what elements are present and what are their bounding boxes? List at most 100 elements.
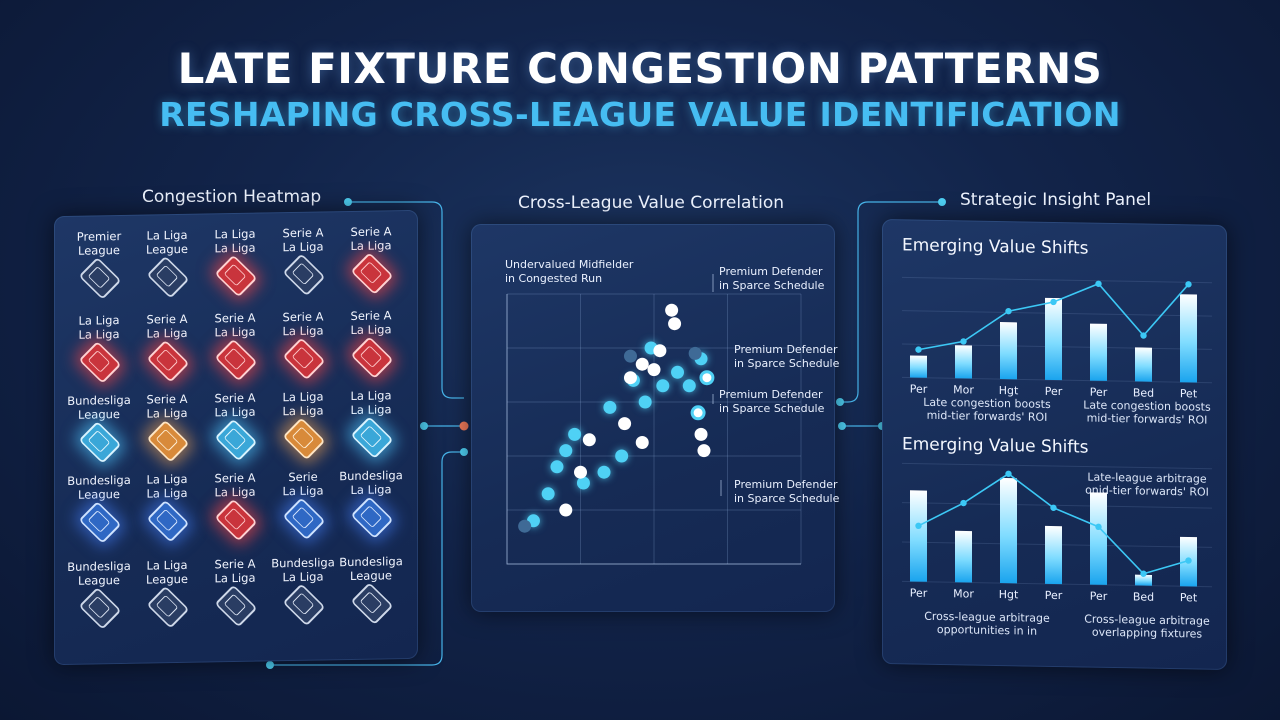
scatter-point[interactable] bbox=[688, 346, 702, 360]
bar[interactable] bbox=[910, 355, 927, 378]
heatmap-cell[interactable]: La Liga La Liga bbox=[64, 313, 134, 384]
scatter-point[interactable] bbox=[597, 465, 611, 479]
heatmap-cell[interactable]: Bundesliga League bbox=[336, 554, 406, 625]
scatter-point[interactable] bbox=[671, 365, 685, 379]
scatter-point[interactable] bbox=[653, 344, 667, 358]
scatter-point[interactable] bbox=[656, 379, 670, 393]
bar-category-label: Per bbox=[1090, 386, 1108, 399]
scatter-point[interactable] bbox=[550, 460, 564, 474]
heatmap-cell[interactable]: Serie La Liga bbox=[268, 469, 338, 541]
heatmap-cell[interactable]: Serie A La Liga bbox=[268, 309, 338, 381]
scatter-point[interactable] bbox=[582, 433, 596, 447]
scatter-point[interactable] bbox=[694, 427, 708, 441]
heatmap-cell[interactable]: Serie A La Liga bbox=[336, 224, 406, 295]
heatmap-cell[interactable]: La Liga La Liga bbox=[132, 472, 202, 543]
heatmap-cell[interactable]: Bundesliga League bbox=[64, 559, 134, 630]
scatter-point[interactable] bbox=[541, 487, 555, 501]
trend-point[interactable] bbox=[1185, 557, 1192, 564]
trend-point[interactable] bbox=[960, 499, 967, 507]
heatmap-cell[interactable]: Serie A La Liga bbox=[132, 312, 202, 383]
bar[interactable] bbox=[1045, 297, 1062, 381]
stadium-tile-icon bbox=[132, 499, 202, 543]
scatter-point[interactable] bbox=[635, 436, 649, 449]
bar[interactable] bbox=[1090, 492, 1107, 585]
heatmap-cell-label: Serie A La Liga bbox=[146, 391, 188, 421]
scatter-point[interactable] bbox=[518, 519, 532, 533]
scatter-point[interactable] bbox=[574, 465, 587, 479]
scatter-point[interactable] bbox=[576, 476, 590, 490]
bar[interactable] bbox=[1000, 477, 1017, 584]
scatter-point[interactable] bbox=[559, 503, 573, 517]
scatter-point[interactable] bbox=[559, 444, 573, 458]
connector-dot bbox=[420, 422, 428, 430]
trend-point[interactable] bbox=[960, 338, 967, 345]
heatmap-cell[interactable]: La Liga League bbox=[132, 228, 202, 299]
trend-point[interactable] bbox=[915, 346, 922, 353]
heatmap-cell[interactable]: La Liga La Liga bbox=[336, 388, 406, 459]
heatmap-cell[interactable]: Premier League bbox=[64, 229, 134, 300]
bar-category-label: Bed bbox=[1133, 386, 1154, 399]
bar[interactable] bbox=[1090, 323, 1107, 381]
heatmap-cell[interactable]: Bundesliga La Liga bbox=[336, 468, 406, 539]
heatmap-cell[interactable]: Serie A La Liga bbox=[132, 391, 202, 463]
bar[interactable] bbox=[1135, 347, 1152, 382]
scatter-point[interactable] bbox=[568, 427, 582, 441]
bar[interactable] bbox=[955, 530, 972, 583]
scatter-point[interactable] bbox=[618, 417, 632, 431]
trend-point[interactable] bbox=[1140, 332, 1147, 339]
scatter-point[interactable] bbox=[668, 317, 682, 331]
scatter-point[interactable] bbox=[603, 400, 617, 414]
page-subtitle: RESHAPING CROSS-LEAGUE VALUE IDENTIFICAT… bbox=[159, 95, 1121, 134]
heatmap-cell[interactable]: Bundesliga League bbox=[64, 393, 134, 464]
scatter-point[interactable] bbox=[623, 349, 637, 363]
scatter-point[interactable] bbox=[623, 371, 637, 385]
bar[interactable] bbox=[1180, 294, 1197, 383]
scatter-point[interactable] bbox=[615, 449, 629, 463]
trend-point[interactable] bbox=[1185, 281, 1192, 288]
trend-point[interactable] bbox=[1005, 307, 1012, 315]
heatmap-cell[interactable]: Bundesliga League bbox=[64, 473, 134, 544]
scatter-point[interactable] bbox=[647, 363, 661, 377]
heatmap-cell[interactable]: Serie A La Liga bbox=[336, 308, 406, 379]
correlation-panel: Undervalued Midfielder in Congested Run … bbox=[471, 224, 839, 612]
bar[interactable] bbox=[1000, 322, 1017, 380]
heatmap-cell[interactable]: La Liga League bbox=[132, 558, 202, 629]
heatmap-cell-label: Serie A La Liga bbox=[350, 224, 392, 254]
section-label-insight: Strategic Insight Panel bbox=[960, 190, 1152, 210]
trend-point[interactable] bbox=[1050, 504, 1057, 512]
scatter-point[interactable] bbox=[638, 395, 652, 409]
scatter-point[interactable] bbox=[682, 379, 696, 393]
trend-point[interactable] bbox=[1005, 470, 1012, 478]
bar[interactable] bbox=[955, 345, 972, 379]
stadium-tile-icon bbox=[200, 338, 270, 382]
heatmap-cell[interactable]: Serie A La Liga bbox=[200, 310, 270, 382]
heatmap-cell[interactable]: Bundesliga La Liga bbox=[268, 555, 338, 627]
trend-point[interactable] bbox=[1050, 298, 1057, 306]
trend-point[interactable] bbox=[1140, 570, 1147, 577]
heatmap-cell-label: Serie La Liga bbox=[282, 469, 324, 499]
scatter-point[interactable] bbox=[697, 444, 711, 458]
bar[interactable] bbox=[1135, 574, 1152, 586]
trend-point[interactable] bbox=[1095, 523, 1102, 531]
scatter-point[interactable] bbox=[635, 357, 649, 371]
heatmap-cell[interactable]: Serie A La Liga bbox=[268, 225, 338, 297]
heatmap-cell[interactable]: La Liga La Liga bbox=[268, 389, 338, 461]
scatter-highlight-point[interactable] bbox=[699, 370, 715, 386]
bar-gridline bbox=[902, 502, 1212, 509]
trend-point[interactable] bbox=[915, 522, 922, 530]
annotation-premium-4: Premium Defender in Sparce Schedule bbox=[734, 478, 840, 505]
heatmap-cell[interactable]: La Liga La Liga bbox=[200, 226, 270, 298]
heatmap-cell-label: La Liga La Liga bbox=[78, 313, 120, 342]
bar[interactable] bbox=[1045, 525, 1062, 585]
scatter-highlight-point[interactable] bbox=[690, 405, 706, 421]
heatmap-cell[interactable]: Serie A La Liga bbox=[200, 556, 270, 628]
stadium-tile-icon bbox=[336, 252, 406, 295]
heatmap-cell-label: Premier League bbox=[76, 229, 122, 258]
heatmap-cell[interactable]: Serie A La Liga bbox=[200, 390, 270, 462]
heatmap-cell-label: Serie A La Liga bbox=[214, 470, 256, 500]
stadium-tile-icon bbox=[64, 587, 134, 630]
trend-point[interactable] bbox=[1095, 280, 1102, 288]
heatmap-cell[interactable]: Serie A La Liga bbox=[200, 470, 270, 542]
scatter-point[interactable] bbox=[665, 303, 679, 317]
bar[interactable] bbox=[910, 490, 927, 582]
